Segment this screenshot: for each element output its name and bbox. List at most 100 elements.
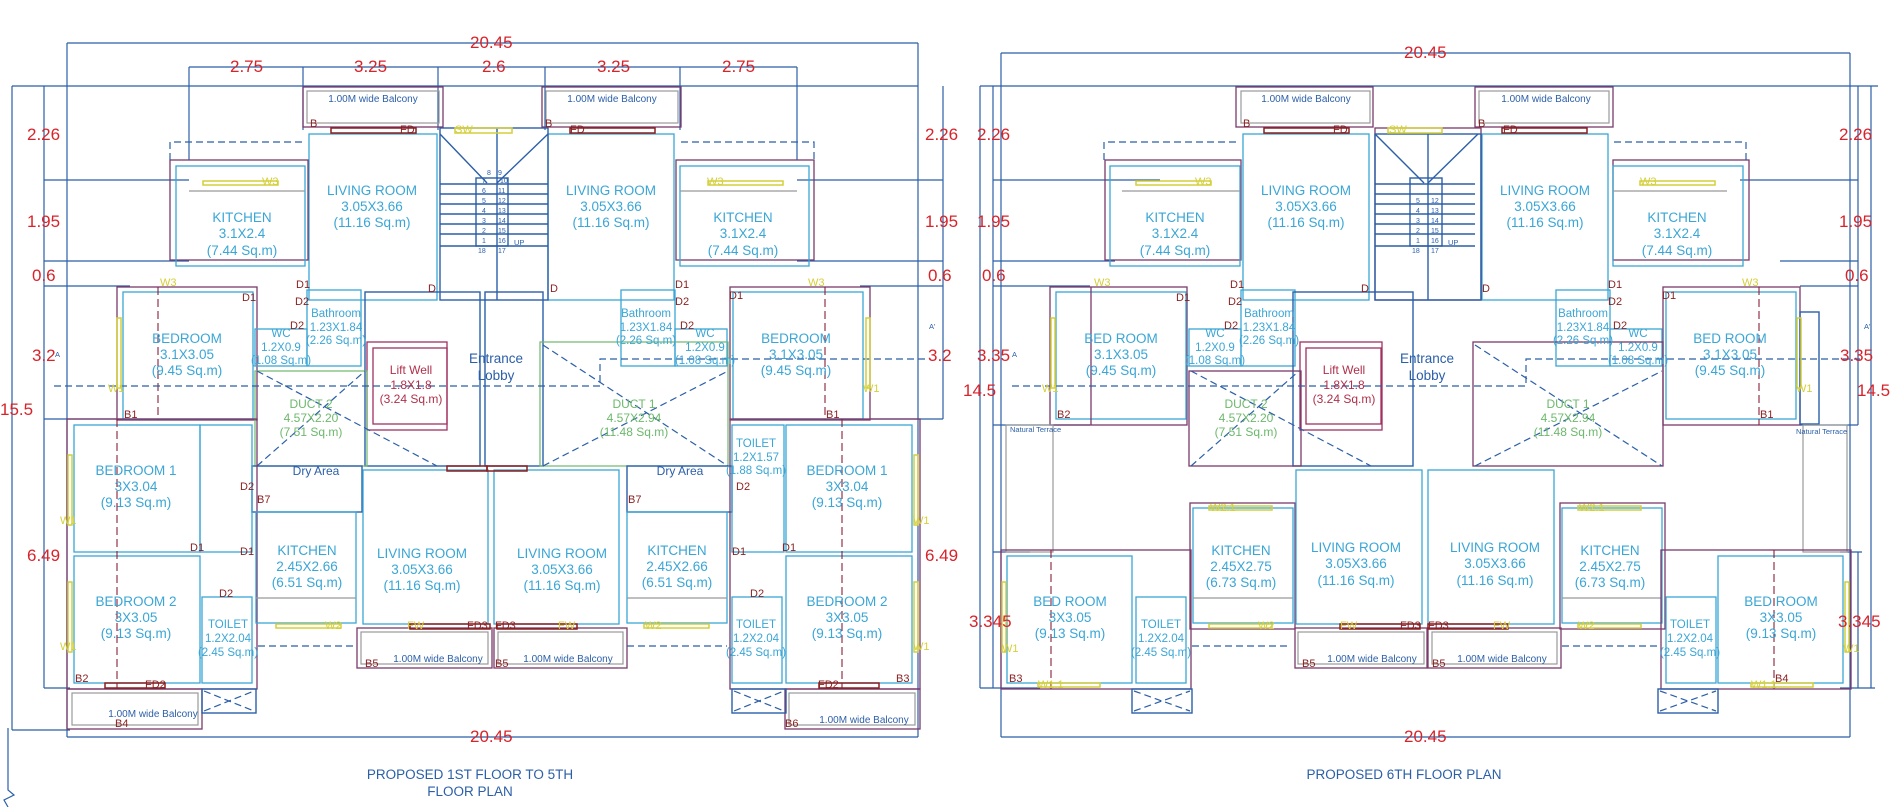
drawing-label: Entrance (469, 351, 523, 366)
drawing-label: DUCT 2 (289, 397, 332, 411)
drawing-label: FW (407, 620, 425, 632)
drawing-label: 3.345 (969, 612, 1012, 631)
balcony-label: 1.00M wide Balcony (328, 94, 418, 105)
drawing-label: KITCHEN (212, 210, 271, 225)
drawing-label: 1 (1416, 238, 1420, 245)
dim-left: 1.95 (27, 212, 60, 231)
drawing-label: Lobby (1409, 368, 1446, 383)
drawing-label: FD2 (145, 679, 166, 691)
drawing-label: FD3 (495, 620, 516, 632)
stair-step-6: 6 (482, 188, 486, 195)
balcony-label: 1.00M wide Balcony (393, 654, 483, 665)
drawing-label: 3.05X3.66 (531, 562, 593, 577)
drawing-label: KITCHEN (647, 543, 706, 558)
drawing-label: 12 (1431, 198, 1439, 205)
drawing-label: LIVING ROOM (1450, 540, 1540, 555)
drawing-label: BED ROOM (1744, 594, 1818, 609)
drawing-label: B1 (826, 409, 839, 421)
drawing-label: W3 (1195, 176, 1212, 188)
drawing-label: (9.13 Sq.m) (101, 626, 172, 641)
drawing-label: (9.13 Sq.m) (812, 495, 883, 510)
drawing-label: 1.23X1.84 (620, 322, 673, 334)
stair-step-11: 11 (498, 188, 505, 195)
drawing-label: 3.1X3.05 (1703, 347, 1757, 362)
drawing-label: (2.26 Sq.m) (1239, 335, 1299, 347)
dim-right: 1.95 (925, 212, 958, 231)
drawing-label: 2.45X2.66 (276, 559, 338, 574)
stair-step-10: 10 (500, 178, 508, 185)
stair-up-label: UP (514, 238, 524, 247)
drawing-label: LIVING ROOM (327, 183, 417, 198)
balcony-label: 1.00M wide Balcony (1501, 94, 1591, 105)
drawing-label: 3.05X3.66 (1514, 199, 1576, 214)
drawing-label: (11.16 Sq.m) (333, 215, 410, 230)
drawing-label: 3X3.04 (115, 479, 158, 494)
drawing-label: W2 (325, 620, 342, 632)
drawing-label: (9.45 Sq.m) (152, 363, 223, 378)
drawing-label: 1.95 (977, 212, 1010, 231)
drawing-label: BED ROOM (1033, 594, 1107, 609)
drawing-label: B1 (1760, 409, 1773, 421)
drawing-label: D (550, 283, 558, 295)
drawing-label: B6 (785, 718, 798, 730)
stair-step-15: 15 (498, 228, 506, 235)
drawing-label: 1.2X2.04 (1138, 633, 1185, 645)
drawing-label: BEDROOM 2 (806, 594, 887, 609)
drawing-label: D (1361, 283, 1369, 295)
drawing-label: FW (1340, 620, 1358, 632)
drawing-label: D1 (242, 292, 256, 304)
drawing-label: W1 (863, 383, 880, 395)
drawing-label: DUCT 2 (1224, 397, 1267, 411)
drawing-label: FD (1503, 124, 1518, 136)
drawing-label: 1.2X1.57 (733, 452, 779, 464)
drawing-label: (1.08 Sq.m) (1608, 355, 1668, 367)
drawing-label: KITCHEN (1211, 543, 1270, 558)
drawing-label: 3.35 (977, 346, 1010, 365)
balcony-label: 1.00M wide Balcony (567, 94, 657, 105)
drawing-label: W2 (1258, 620, 1275, 632)
drawing-label: KITCHEN (1647, 210, 1706, 225)
dimension-texts: 20.45 2.26 1.95 0.6 3.35 14.5 3.345 2.26… (963, 43, 1890, 746)
drawing-label: LIVING ROOM (517, 546, 607, 561)
drawing-label: TOILET (736, 619, 776, 631)
drawing-label: KITCHEN (713, 210, 772, 225)
dimension-texts: 20.45 2.75 3.25 2.6 3.25 2.75 2.26 1.95 … (0, 33, 958, 746)
drawing-label: W1 (60, 641, 77, 653)
drawing-label: 4.57X2.20 (1219, 411, 1274, 425)
drawing-label: W1 (1002, 643, 1019, 655)
drawing-label: LIVING ROOM (1311, 540, 1401, 555)
drawing-label: 1.2X0.9 (1618, 342, 1658, 354)
drawing-label: FD (570, 124, 585, 136)
stair-step-17: 17 (498, 248, 506, 255)
drawing-label: D1 (732, 546, 746, 558)
drawing-label: 0.6 (982, 266, 1006, 285)
drawing-label: (6.51 Sq.m) (642, 575, 713, 590)
drawing-label: W3 (160, 277, 177, 289)
plan-1st-to-5th-floor: 8 9 7 10 6 11 5 12 4 13 3 14 2 15 1 16 1… (0, 33, 958, 807)
drawing-label: B2 (1057, 409, 1070, 421)
drawing-label: 14 (1431, 218, 1439, 225)
drawing-label: FD2 (818, 679, 839, 691)
drawing-label: (6.73 Sq.m) (1206, 575, 1277, 590)
drawing-label: 2 (1416, 228, 1420, 235)
drawing-label: A' (1864, 322, 1871, 331)
drawing-label: BEDROOM 1 (806, 463, 887, 478)
dim-right: 3.2 (928, 346, 952, 365)
drawing-label: Bathroom (621, 308, 671, 320)
room-dry-area-right: Dry Area (657, 464, 704, 478)
stair-step-8: 8 (487, 170, 491, 177)
natural-terrace-left: Natural Terrace (1010, 425, 1061, 434)
openings (67, 127, 919, 689)
drawing-label: 3.1X3.05 (160, 347, 214, 362)
drawing-label: W1.1 (1751, 679, 1777, 691)
